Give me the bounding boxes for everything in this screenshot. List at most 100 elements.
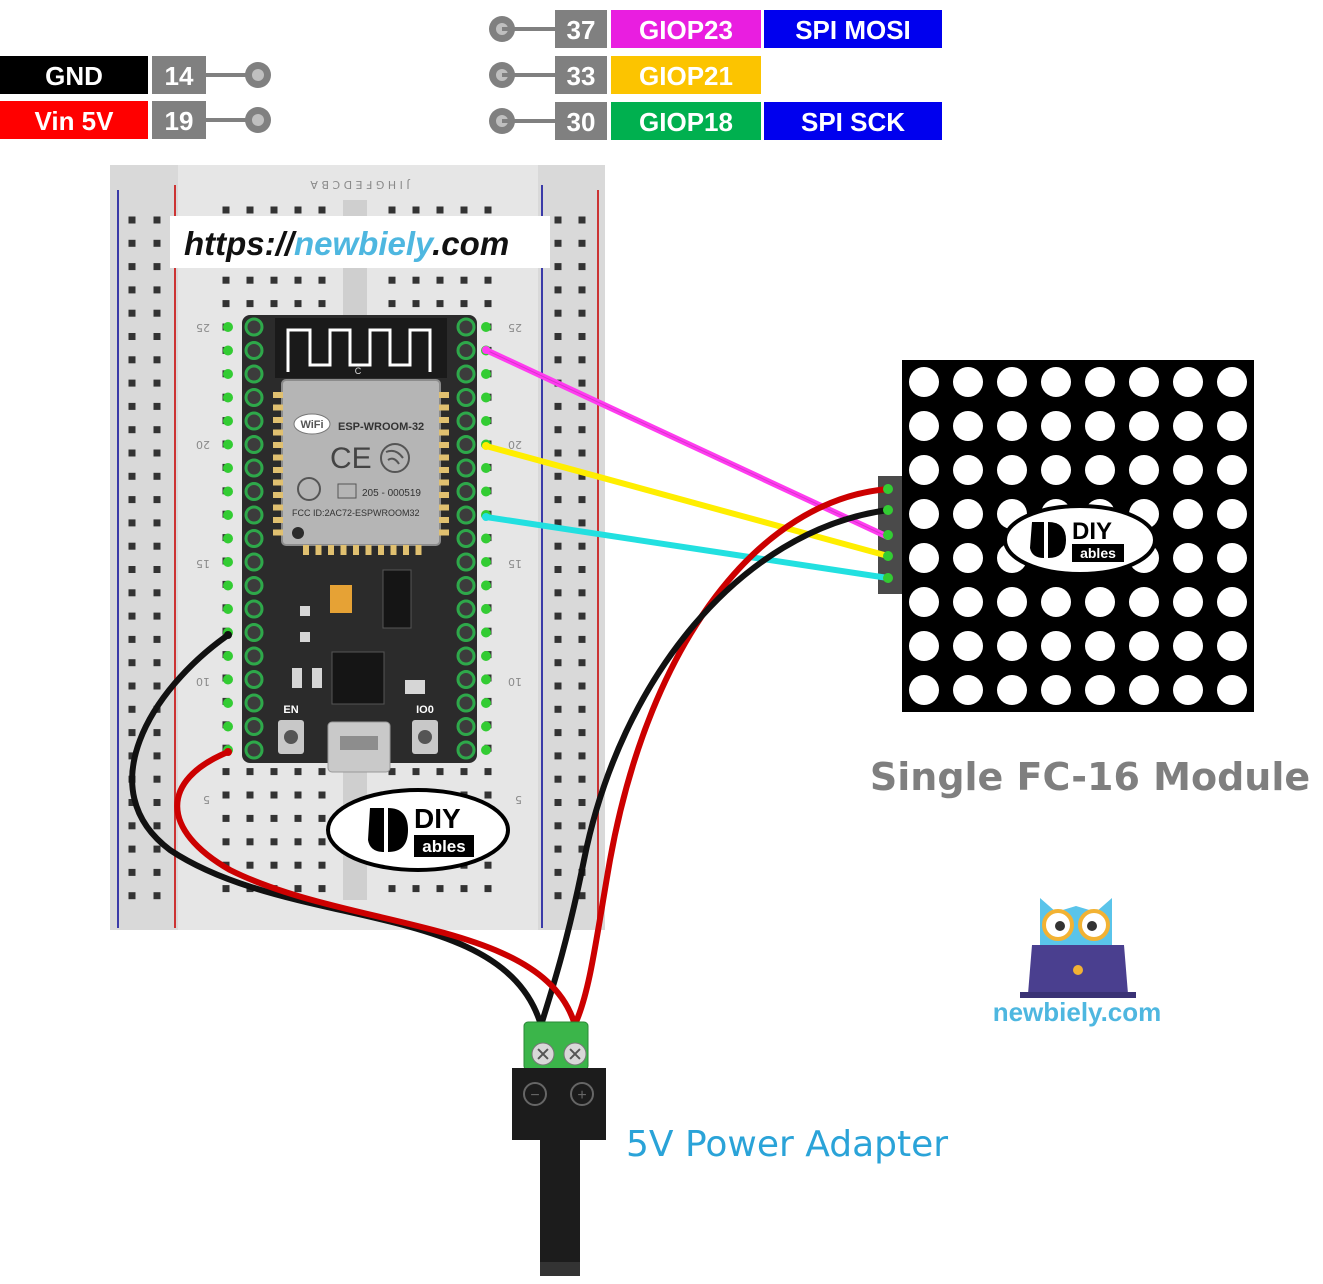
- breadboard-hole: [153, 729, 161, 737]
- breadboard-hole: [578, 542, 586, 550]
- adapter-label: 5V Power Adapter: [626, 1124, 948, 1165]
- board-pad: [244, 435, 264, 454]
- diyables-logo-icon: [368, 808, 384, 852]
- matrix-led: [1041, 631, 1071, 661]
- breadboard-hole: [270, 791, 278, 799]
- breadboard-hole: [128, 799, 136, 806]
- row-number-20-right: 20: [508, 438, 522, 451]
- header-pin: [481, 651, 491, 661]
- header-pin: [223, 533, 233, 544]
- breadboard-hole: [578, 566, 586, 573]
- breadboard-hole: [153, 519, 161, 527]
- breadboard-hole: [554, 333, 562, 340]
- breadboard-hole: [128, 542, 136, 550]
- gpio-label-23: GIOP23: [639, 15, 733, 45]
- breadboard-hole: [578, 635, 586, 643]
- pin-row-33: 33 GIOP21: [489, 56, 761, 94]
- pin-number-33: 33: [567, 61, 596, 91]
- breadboard-hole: [554, 659, 562, 667]
- header-pin: [223, 698, 233, 708]
- breadboard-hole: [578, 822, 586, 830]
- row-number-10-right: 10: [508, 675, 522, 688]
- board-pad: [456, 717, 476, 736]
- module-pad: [439, 429, 449, 436]
- row-number-15: 15: [196, 557, 210, 570]
- breadboard-hole: [554, 309, 562, 317]
- module-pad: [390, 545, 397, 555]
- breadboard-hole: [578, 589, 586, 597]
- breadboard-hole: [128, 635, 136, 643]
- header-pin: [481, 721, 491, 732]
- header-pin: [223, 580, 233, 591]
- matrix-led: [1085, 587, 1115, 617]
- breadboard-hole: [153, 542, 161, 550]
- breadboard-hole: [578, 239, 586, 247]
- header-pin: [223, 557, 233, 567]
- matrix-led: [1217, 631, 1247, 661]
- matrix-led: [1085, 675, 1115, 705]
- breadboard-hole: [294, 768, 302, 776]
- module-pad: [439, 529, 449, 536]
- breadboard-hole: [554, 868, 562, 876]
- diyables-logo-icon: [1030, 522, 1044, 558]
- matrix-led: [1129, 587, 1159, 617]
- breadboard-hole: [222, 838, 230, 846]
- breadboard-hole: [388, 276, 396, 284]
- matrix-led: [953, 455, 983, 485]
- board-pad: [456, 670, 476, 689]
- module-pad: [273, 454, 283, 461]
- matrix-pin: [883, 505, 893, 515]
- matrix-led: [953, 675, 983, 705]
- vin-pin-number-box: [152, 101, 206, 139]
- breadboard-hole: [578, 216, 586, 224]
- usb-uart-chip: [331, 651, 385, 705]
- matrix-led: [909, 411, 939, 441]
- capacitor: [330, 585, 352, 613]
- header-pin: [481, 557, 491, 567]
- board-pad: [456, 576, 476, 595]
- breadboard-hole: [412, 300, 420, 308]
- board-pad: [244, 341, 264, 360]
- module-pad: [415, 545, 422, 555]
- gnd-pin-number-box: [152, 56, 206, 94]
- board-pad: [456, 341, 476, 360]
- antenna-trace-icon: [286, 328, 432, 372]
- breadboard-hole: [554, 775, 562, 783]
- breadboard-hole: [318, 791, 326, 799]
- wire-clk: [483, 514, 891, 581]
- fcc-id: FCC ID:2AC72-ESPWROOM32: [292, 508, 420, 518]
- wire-esp-gnd: [129, 632, 543, 1023]
- breadboard-hole: [460, 276, 468, 284]
- matrix-led: [909, 543, 939, 573]
- gpio-label-21: GIOP21: [639, 61, 733, 91]
- breadboard-hole: [578, 333, 586, 340]
- breadboard-hole: [153, 659, 161, 667]
- breadboard-hole: [318, 838, 326, 846]
- matrix-led: [1217, 455, 1247, 485]
- breadboard-hole: [554, 402, 562, 410]
- header-pin: [223, 416, 233, 426]
- breadboard-hole: [153, 635, 161, 643]
- matrix-led: [909, 631, 939, 661]
- header-pin: [481, 533, 491, 544]
- matrix-led: [1217, 543, 1247, 573]
- gnd-pin-number: 14: [165, 61, 194, 91]
- breadboard-hole: [153, 356, 161, 364]
- matrix-led: [997, 455, 1027, 485]
- breadboard-hole: [128, 589, 136, 597]
- breadboard-hole: [388, 206, 396, 214]
- module-pad: [340, 545, 347, 555]
- matrix-led: [1129, 367, 1159, 397]
- matrix-led: [909, 367, 939, 397]
- board-pad: [244, 529, 264, 548]
- breadboard-hole: [318, 206, 326, 214]
- wire-matrix-vcc: [573, 486, 889, 1024]
- cert-icon: [297, 477, 321, 501]
- module-pad: [378, 545, 384, 555]
- row-number-15-right: 15: [508, 557, 522, 570]
- breadboard-hole: [578, 752, 586, 760]
- header-pin: [481, 627, 491, 638]
- plus-sign-icon: [570, 1082, 594, 1106]
- matrix-led: [1173, 631, 1203, 661]
- matrix-led: [1085, 631, 1115, 661]
